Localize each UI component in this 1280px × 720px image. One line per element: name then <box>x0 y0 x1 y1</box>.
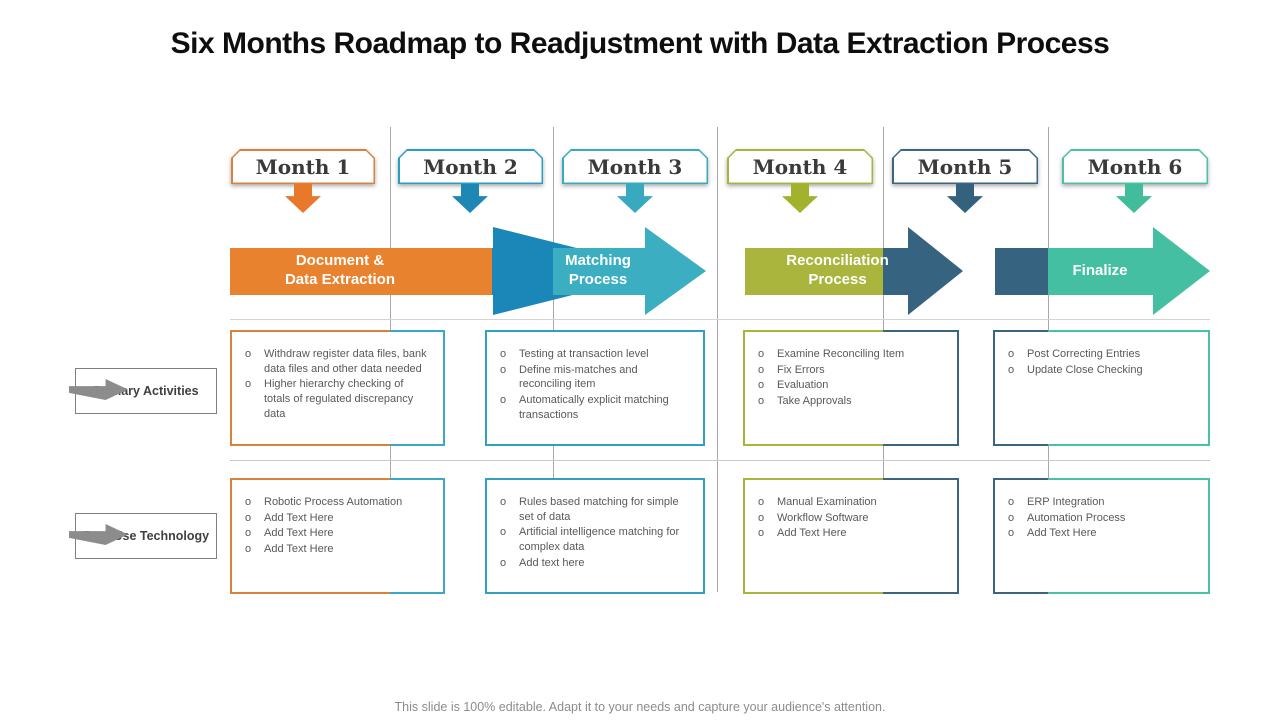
bullet-item: Robotic Process Automation <box>236 495 437 510</box>
best-use-technology-box-2: Rules based matching for simple set of d… <box>485 478 705 594</box>
arrow-head-icon <box>908 227 963 315</box>
month-6-down-arrow-icon <box>1116 184 1152 213</box>
bullet-item: Post Correcting Entries <box>999 347 1202 362</box>
month-4-box: Month 4 <box>727 149 873 184</box>
primary-activities-label: Primary Activities <box>75 368 217 414</box>
month-2-down-arrow-icon <box>452 184 488 213</box>
best-use-technology-box-1: Robotic Process Automation Add Text Here… <box>230 478 445 594</box>
primary-activities-box-3: Examine Reconciling Item Fix Errors Eval… <box>743 330 959 446</box>
bullet-item: Examine Reconciling Item <box>749 347 951 362</box>
month-2-label: Month 2 <box>423 154 518 179</box>
bullet-item: Add Text Here <box>236 526 437 541</box>
month-4-label: Month 4 <box>752 154 848 179</box>
month-5-box: Month 5 <box>892 149 1038 184</box>
bullet-item: Add Text Here <box>999 526 1202 541</box>
bullet-item: Define mis-matches and reconciling item <box>491 363 697 392</box>
bullet-item: Add Text Here <box>236 542 437 557</box>
bullet-item: ERP Integration <box>999 495 1202 510</box>
bullet-item: Add text here <box>491 556 697 571</box>
best-use-technology-box-3: Manual Examination Workflow Software Add… <box>743 478 959 594</box>
bullet-item: Update Close Checking <box>999 363 1202 378</box>
bullet-item: Fix Errors <box>749 363 951 378</box>
month-2-box: Month 2 <box>398 149 543 184</box>
bullet-item: Workflow Software <box>749 511 951 526</box>
bullet-item: Automation Process <box>999 511 1202 526</box>
month-1-box: Month 1 <box>231 149 375 184</box>
month-6-label: Month 6 <box>1087 154 1183 179</box>
best-use-technology-box-4: ERP Integration Automation Process Add T… <box>993 478 1210 594</box>
bullet-item: Withdraw register data files, bank data … <box>236 347 437 376</box>
bullet-item: Add Text Here <box>236 511 437 526</box>
bullet-item: Manual Examination <box>749 495 951 510</box>
column-divider <box>717 127 718 592</box>
row-divider <box>230 460 1210 461</box>
bullet-item: Artificial intelligence matching for com… <box>491 525 697 554</box>
bullet-item: Take Approvals <box>749 394 951 409</box>
month-1-down-arrow-icon <box>285 184 321 213</box>
primary-activities-box-2: Testing at transaction level Define mis-… <box>485 330 705 446</box>
process-arrow-matching-process <box>492 227 706 315</box>
month-3-down-arrow-icon <box>617 184 653 213</box>
row-divider <box>230 319 1210 320</box>
arrow-head-icon <box>645 227 706 315</box>
process-arrow-finalize <box>995 227 1210 315</box>
month-3-label: Month 3 <box>587 154 683 179</box>
bullet-item: Automatically explicit matching transact… <box>491 393 697 422</box>
primary-activities-box-4: Post Correcting Entries Update Close Che… <box>993 330 1210 446</box>
month-5-label: Month 5 <box>917 154 1013 179</box>
bullet-item: Evaluation <box>749 378 951 393</box>
month-3-box: Month 3 <box>562 149 708 184</box>
bullet-item: Add Text Here <box>749 526 951 541</box>
month-4-down-arrow-icon <box>782 184 818 213</box>
month-6-box: Month 6 <box>1062 149 1208 184</box>
arrow-head-icon <box>1153 227 1210 315</box>
bullet-item: Higher hierarchy checking of totals of r… <box>236 377 437 421</box>
month-5-down-arrow-icon <box>947 184 983 213</box>
footer-note: This slide is 100% editable. Adapt it to… <box>394 700 886 714</box>
bullet-item: Rules based matching for simple set of d… <box>491 495 697 524</box>
slide-title: Six Months Roadmap to Readjustment with … <box>170 27 1110 60</box>
month-1-label: Month 1 <box>255 154 351 179</box>
primary-activities-box-1: Withdraw register data files, bank data … <box>230 330 445 446</box>
process-arrow-document-data-extraction <box>230 227 668 315</box>
process-arrow-reconciliation-process <box>745 227 963 315</box>
bullet-item: Testing at transaction level <box>491 347 697 362</box>
